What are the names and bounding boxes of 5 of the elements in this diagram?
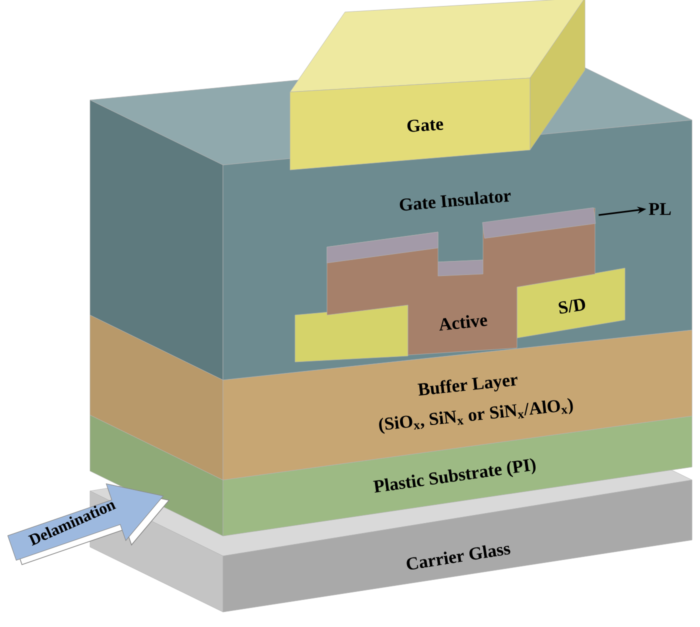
node-label: Gate <box>407 120 444 132</box>
gate-block: Gate <box>290 0 586 170</box>
pl-label: PL <box>648 203 671 215</box>
pad <box>294 304 408 362</box>
source-drain-pad: S/D <box>516 268 626 338</box>
